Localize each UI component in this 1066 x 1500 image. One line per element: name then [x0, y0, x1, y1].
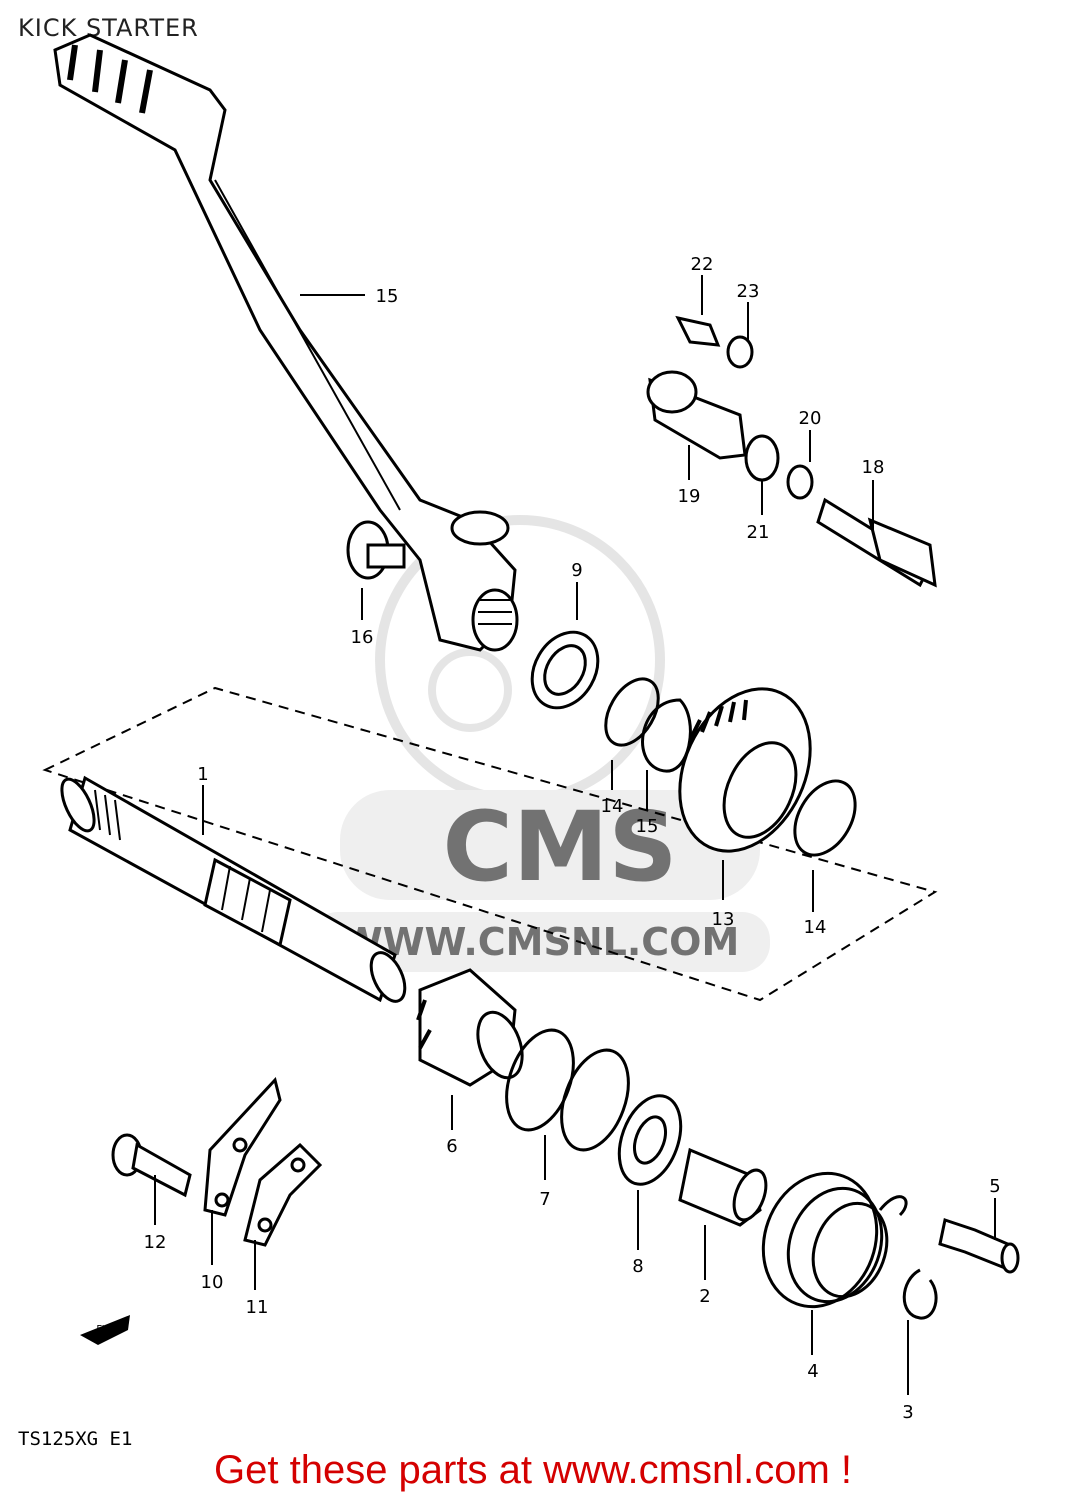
callout-17: 16	[351, 627, 374, 648]
bolt-12	[111, 1133, 192, 1198]
callout-7: 7	[539, 1189, 550, 1210]
washer-14-right	[793, 779, 857, 857]
plate-10	[203, 1076, 282, 1217]
callout-16: 15	[376, 286, 399, 307]
fwd-arrow-label: FWD	[96, 1324, 120, 1335]
callout-3: 3	[902, 1402, 913, 1423]
circlip-15	[641, 698, 692, 773]
callout-11: 11	[246, 1297, 269, 1318]
lever-bolt	[346, 520, 406, 580]
callout-13: 13	[712, 909, 735, 930]
callout-20: 20	[799, 408, 822, 429]
callout-12: 12	[144, 1232, 167, 1253]
spacer	[678, 1147, 768, 1227]
callout-6: 6	[446, 1136, 457, 1157]
housing-19	[646, 370, 747, 460]
callout-14-right: 14	[804, 917, 827, 938]
watermark-url: WWW.CMSNL.COM	[341, 920, 740, 964]
washer-20	[786, 464, 814, 500]
callout-15: 15	[636, 816, 659, 837]
callout-8: 8	[632, 1256, 643, 1277]
washer-23	[726, 335, 754, 369]
bolt-5	[938, 1218, 1020, 1274]
callout-10: 10	[201, 1272, 224, 1293]
callout-14-left: 14	[601, 796, 624, 817]
oring-21	[744, 434, 780, 482]
callout-22: 22	[691, 254, 714, 275]
diagram-title: KICK STARTER	[18, 14, 199, 42]
callout-18: 18	[862, 457, 885, 478]
oil-seal	[530, 630, 600, 710]
plate-11	[243, 1142, 323, 1247]
callout-5: 5	[989, 1176, 1000, 1197]
footer-cta-link[interactable]: Get these parts at www.cmsnl.com !	[214, 1448, 852, 1492]
watermark-brand: CMS	[442, 791, 677, 903]
callout-9: 9	[571, 560, 582, 581]
callout-1: 1	[197, 764, 208, 785]
washer-8	[617, 1094, 683, 1186]
bolt-22	[675, 315, 721, 347]
assembly-frame	[42, 686, 938, 1002]
kick-lever	[53, 33, 519, 652]
kick-gear	[416, 968, 524, 1087]
kick-spring	[505, 1028, 630, 1152]
callout-21: 21	[747, 522, 770, 543]
kick-idle-gear	[816, 497, 937, 588]
kick-shaft	[60, 775, 407, 1003]
callout-labels: 15 1 16 9 14 15 13 14 6 7 8 2 4 3 5 10 1…	[144, 254, 1001, 1423]
fwd-arrow-icon: FWD	[80, 1315, 130, 1345]
washer-14-left	[604, 677, 660, 747]
callout-4: 4	[807, 1361, 818, 1382]
return-spring	[761, 1171, 908, 1309]
leader-lines	[154, 275, 996, 1395]
watermark: CMS WWW.CMSNL.COM	[310, 515, 770, 972]
drive-gear	[678, 687, 812, 853]
callout-23: 23	[737, 281, 760, 302]
circlip-3	[902, 1268, 938, 1320]
callout-19: 19	[678, 486, 701, 507]
model-code: TS125XG E1	[18, 1428, 133, 1450]
callout-2: 2	[699, 1286, 710, 1307]
